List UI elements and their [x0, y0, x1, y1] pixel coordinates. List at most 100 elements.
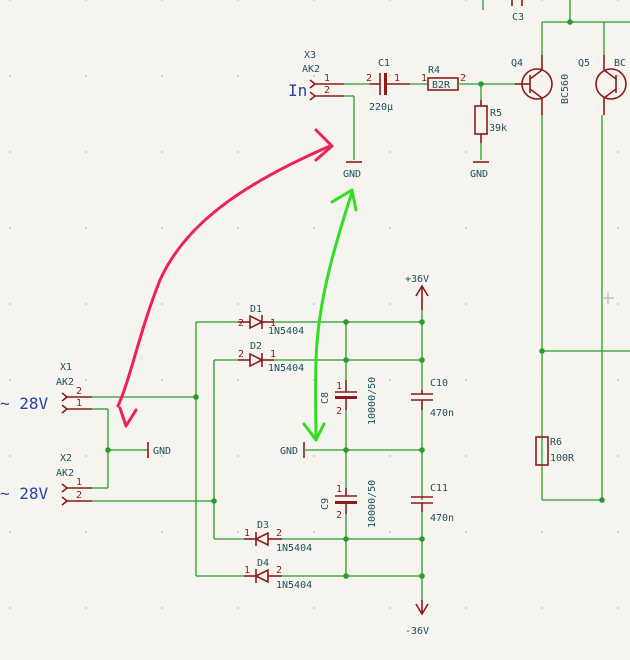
grid-dot	[161, 303, 163, 305]
x3-pin-marks	[309, 79, 317, 101]
grid-dot	[389, 379, 391, 381]
svg-text:1: 1	[324, 73, 330, 84]
grid-dot	[389, 227, 391, 229]
grid-dot	[85, 227, 87, 229]
grid-dot	[541, 75, 543, 77]
grid-dot	[237, 531, 239, 533]
in-label: In	[288, 81, 307, 100]
x2-voltage: ~ 28V	[0, 484, 49, 503]
q5-value: BC	[614, 58, 626, 69]
svg-text:1: 1	[244, 528, 250, 539]
r6-value: 100R	[550, 453, 575, 464]
grid-dot	[237, 151, 239, 153]
minus36-label: -36V	[405, 626, 429, 637]
d4-value: 1N5404	[276, 580, 312, 591]
grid-dot	[161, 227, 163, 229]
plus36-label: +36V	[405, 274, 429, 285]
gnd-label-x3: GND	[343, 169, 361, 180]
r5-ref: R5	[490, 108, 502, 119]
grid-dot	[237, 0, 239, 1]
grid-dot	[85, 455, 87, 457]
grid-dot	[313, 0, 315, 1]
svg-text:1: 1	[270, 349, 276, 360]
svg-text:2: 2	[460, 73, 466, 84]
grid-dot	[617, 607, 619, 609]
r5-body	[474, 105, 488, 135]
x2-ref: X2	[60, 453, 72, 464]
r5-value: 39k	[489, 123, 507, 134]
grid-dot	[617, 0, 619, 1]
grid-dot	[465, 379, 467, 381]
red-annotation-arrow	[116, 144, 332, 408]
svg-text:1: 1	[76, 398, 82, 409]
x2-type: AK2	[56, 468, 74, 479]
grid-dot	[161, 607, 163, 609]
grid-dot	[161, 75, 163, 77]
grid-dot	[313, 75, 315, 77]
grid-dot	[9, 75, 11, 77]
grid-dot	[161, 455, 163, 457]
r4-value: B2R	[432, 80, 451, 91]
grid-dot	[9, 151, 11, 153]
grid-dot	[9, 303, 11, 305]
d2-ref: D2	[250, 341, 262, 352]
r6-body	[535, 436, 549, 466]
d4-ref: D4	[257, 558, 269, 569]
gnd-label-r5: GND	[470, 169, 488, 180]
svg-text:2: 2	[336, 510, 342, 521]
q5-ref: Q5	[578, 58, 590, 69]
grid-dot	[465, 227, 467, 229]
d1-ref: D1	[250, 304, 262, 315]
grid-dot	[617, 531, 619, 533]
q4-ref: Q4	[511, 58, 523, 69]
grid-dot	[85, 379, 87, 381]
svg-text:1: 1	[270, 318, 276, 329]
grid-dot	[161, 531, 163, 533]
input-section: X3 AK2 In 1 2 GND C1 2 1 220µ R4 B2R 1 2	[288, 0, 630, 500]
grid-dot	[465, 455, 467, 457]
grid-dot	[313, 455, 315, 457]
green-arrow-head-bottom	[302, 422, 326, 442]
grid-dot	[9, 0, 11, 1]
grid-dot	[541, 531, 543, 533]
grid-dot	[161, 0, 163, 1]
grid-dot	[237, 75, 239, 77]
grid-dot	[313, 303, 315, 305]
c1-value: 220µ	[369, 102, 393, 113]
grid-dot	[9, 455, 11, 457]
x1-type: AK2	[56, 377, 74, 388]
d1-value: 1N5404	[268, 326, 304, 337]
grid-dot	[85, 0, 87, 1]
grid-dot	[617, 227, 619, 229]
grid-dot	[161, 151, 163, 153]
grid-dot	[9, 607, 11, 609]
c9-ref: C9	[320, 498, 331, 510]
grid-dot	[465, 0, 467, 1]
svg-text:2: 2	[76, 386, 82, 397]
grid-dot	[237, 303, 239, 305]
grid-dot	[465, 303, 467, 305]
grid-dot	[465, 607, 467, 609]
grid-dot	[389, 303, 391, 305]
grid-dot	[541, 0, 543, 1]
q4-value: BC560	[560, 74, 571, 104]
svg-text:2: 2	[238, 318, 244, 329]
grid-dot	[313, 607, 315, 609]
grid-dot	[9, 227, 11, 229]
r6-ref: R6	[550, 437, 562, 448]
grid-dot	[617, 303, 619, 305]
grid-dot	[237, 379, 239, 381]
r6-section: R6 100R	[535, 292, 630, 503]
svg-text:2: 2	[276, 565, 282, 576]
grid-dot	[617, 379, 619, 381]
grid-dot	[389, 75, 391, 77]
grid-dot	[313, 531, 315, 533]
grid-dot	[237, 227, 239, 229]
grid-dot	[617, 455, 619, 457]
svg-text:1: 1	[336, 381, 342, 392]
grid-dot	[541, 607, 543, 609]
grid-dot	[85, 303, 87, 305]
grid-dot	[9, 379, 11, 381]
